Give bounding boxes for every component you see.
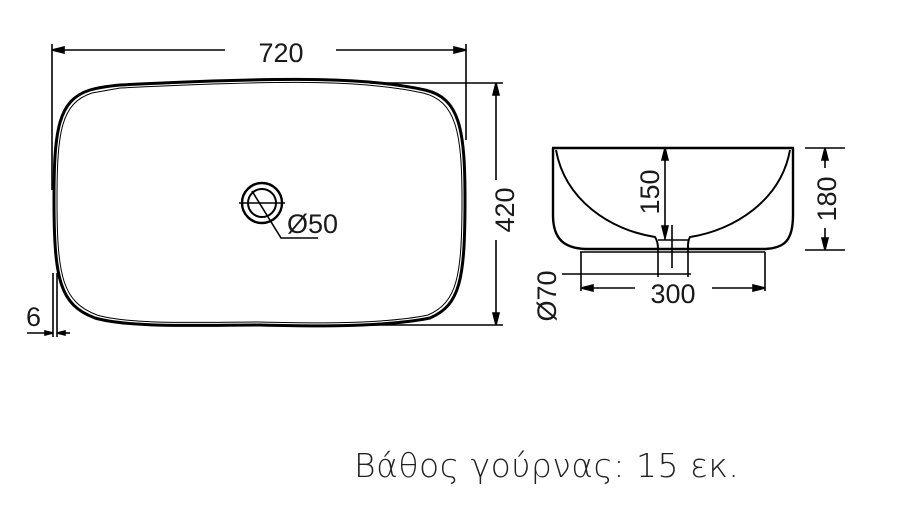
arrow-icon xyxy=(660,147,670,239)
side-outer-profile xyxy=(551,148,795,251)
inner-depth-label: 150 xyxy=(635,169,665,214)
drain-leader-line xyxy=(251,190,318,239)
arrow-icon xyxy=(51,45,467,55)
basin-top-inner-outline xyxy=(56,81,463,324)
rim-thickness-label: 6 xyxy=(26,302,41,332)
base-width-label: 300 xyxy=(650,279,695,309)
side-inner-bowl xyxy=(555,149,791,250)
height-label: 180 xyxy=(812,176,842,221)
arrow-icon xyxy=(44,329,66,337)
depth-label: 420 xyxy=(490,187,520,232)
width-label: 720 xyxy=(258,38,303,68)
neck-diameter-label: Ø70 xyxy=(532,270,562,321)
arrow-icon xyxy=(580,283,766,293)
basin-top-outline xyxy=(52,77,467,328)
basin-depth-caption: Βάθος γούρνας: 15 εκ. xyxy=(354,446,740,485)
drain-diameter-label: Ø50 xyxy=(287,209,338,239)
arrow-icon xyxy=(491,82,501,326)
arrow-icon xyxy=(820,147,830,251)
